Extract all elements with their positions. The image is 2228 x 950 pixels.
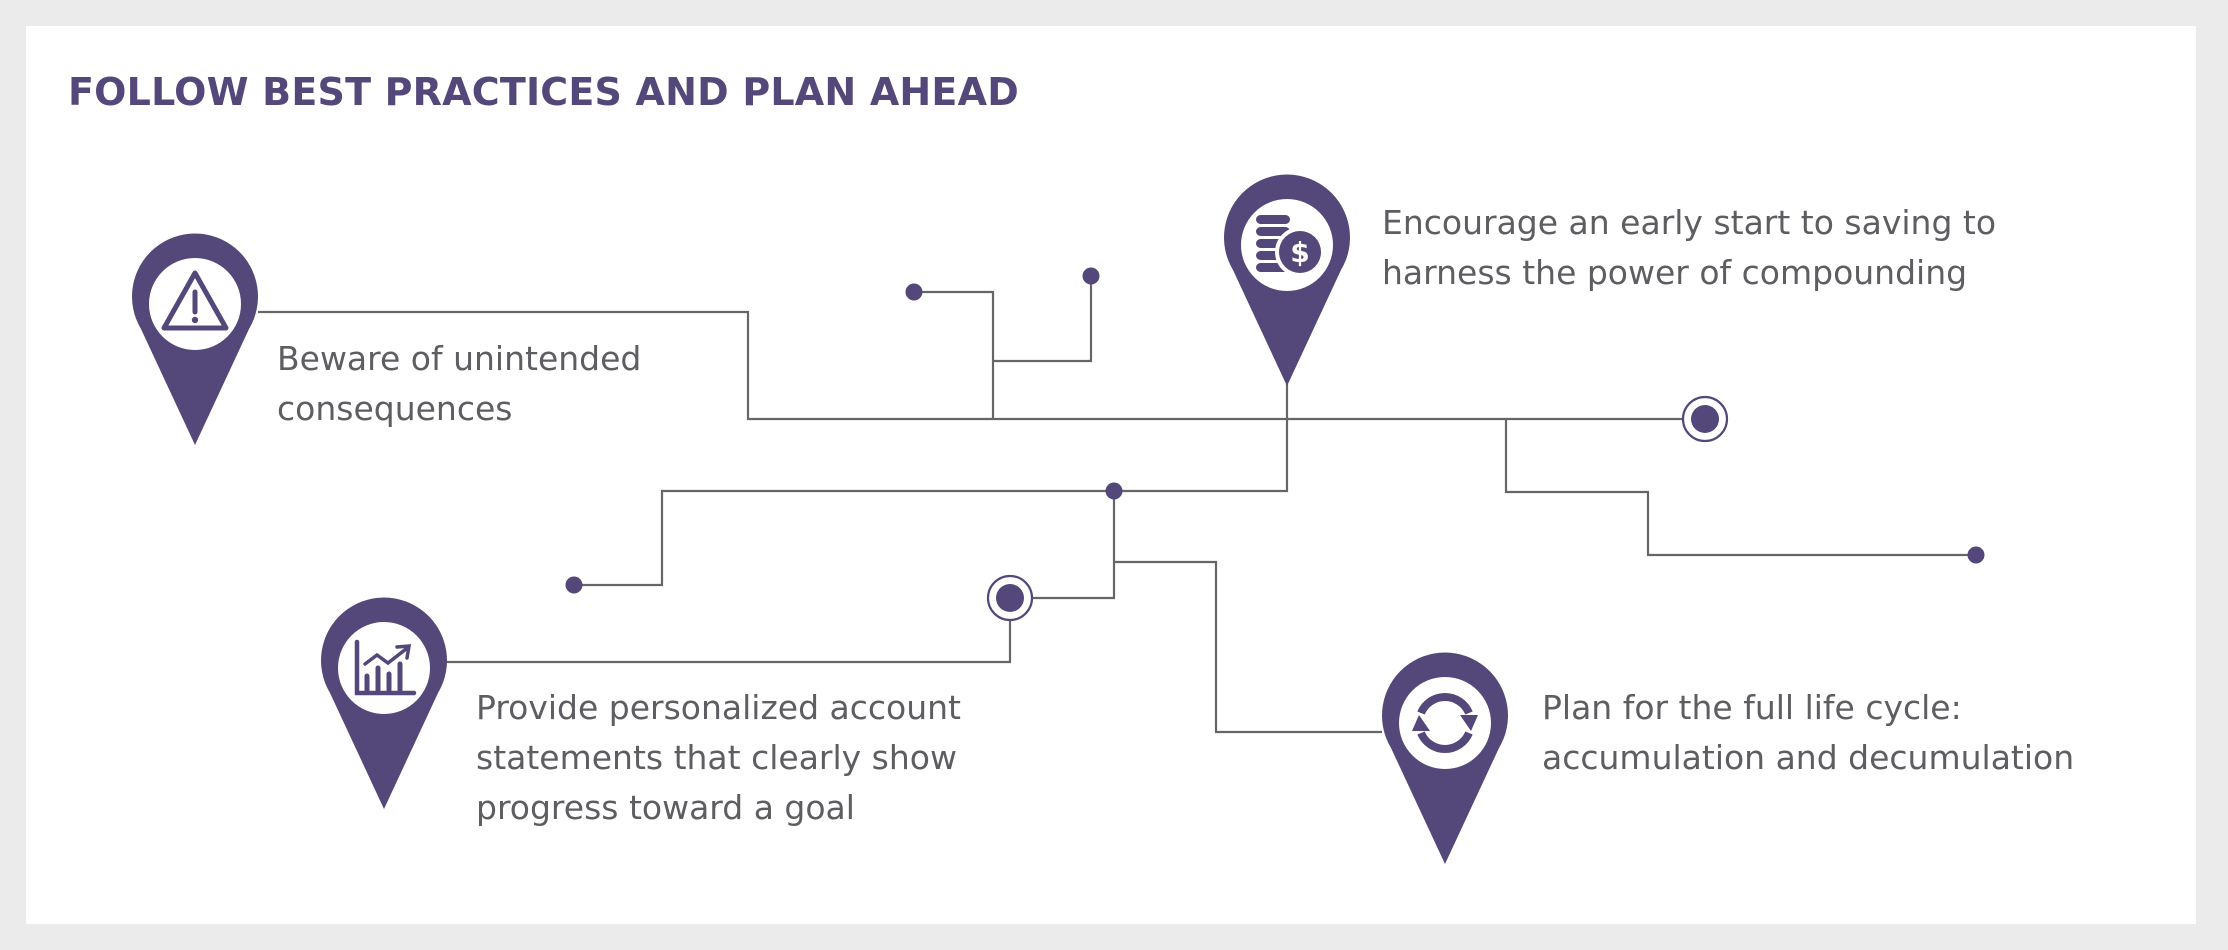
terminal-dot xyxy=(1082,267,1100,285)
connector-line xyxy=(442,598,1012,664)
label-account-statements: Provide personalized account statements … xyxy=(476,683,961,833)
label-line: Plan for the full life cycle: xyxy=(1542,688,1962,727)
connector-line xyxy=(574,382,1289,587)
ringed-terminal xyxy=(1681,395,1729,443)
map-pin-chart xyxy=(321,597,447,809)
label-life-cycle: Plan for the full life cycle: accumulati… xyxy=(1542,683,2074,783)
label-line: Beware of unintended xyxy=(277,339,642,378)
terminal-dots xyxy=(565,267,1985,594)
connector-line xyxy=(1504,419,1976,557)
map-pin-coins: $ xyxy=(1224,174,1350,386)
connector-line xyxy=(1010,491,1116,600)
map-pin-warning xyxy=(132,233,258,445)
ringed-terminal xyxy=(986,574,1034,622)
warning-triangle-icon xyxy=(161,270,229,331)
page-title: FOLLOW BEST PRACTICES AND PLAN AHEAD xyxy=(68,70,1019,114)
label-line: consequences xyxy=(277,389,513,428)
svg-text:$: $ xyxy=(1290,236,1309,269)
growth-chart-icon xyxy=(354,639,417,696)
terminal-dot xyxy=(905,283,923,301)
terminal-dot xyxy=(565,576,583,594)
terminal-dot xyxy=(1105,482,1123,500)
connector-line xyxy=(914,290,995,419)
label-line: Encourage an early start to saving to xyxy=(1382,203,1997,242)
connector-line xyxy=(258,310,1705,421)
label-line: harness the power of compounding xyxy=(1382,253,1968,292)
label-line: progress toward a goal xyxy=(476,788,855,827)
label-line: accumulation and decumulation xyxy=(1542,738,2075,777)
label-unintended-consequences: Beware of unintended consequences xyxy=(277,334,641,434)
coins-dollar-icon: $ xyxy=(1256,215,1325,277)
label-early-start: Encourage an early start to saving to ha… xyxy=(1382,198,1996,298)
label-line: Provide personalized account xyxy=(476,688,961,727)
connector-line xyxy=(1114,560,1382,734)
map-pin-cycle xyxy=(1382,652,1508,864)
terminal-dot xyxy=(1967,546,1985,564)
refresh-cycle-icon xyxy=(1412,693,1478,753)
label-line: statements that clearly show xyxy=(476,738,957,777)
connector-line xyxy=(993,276,1093,363)
